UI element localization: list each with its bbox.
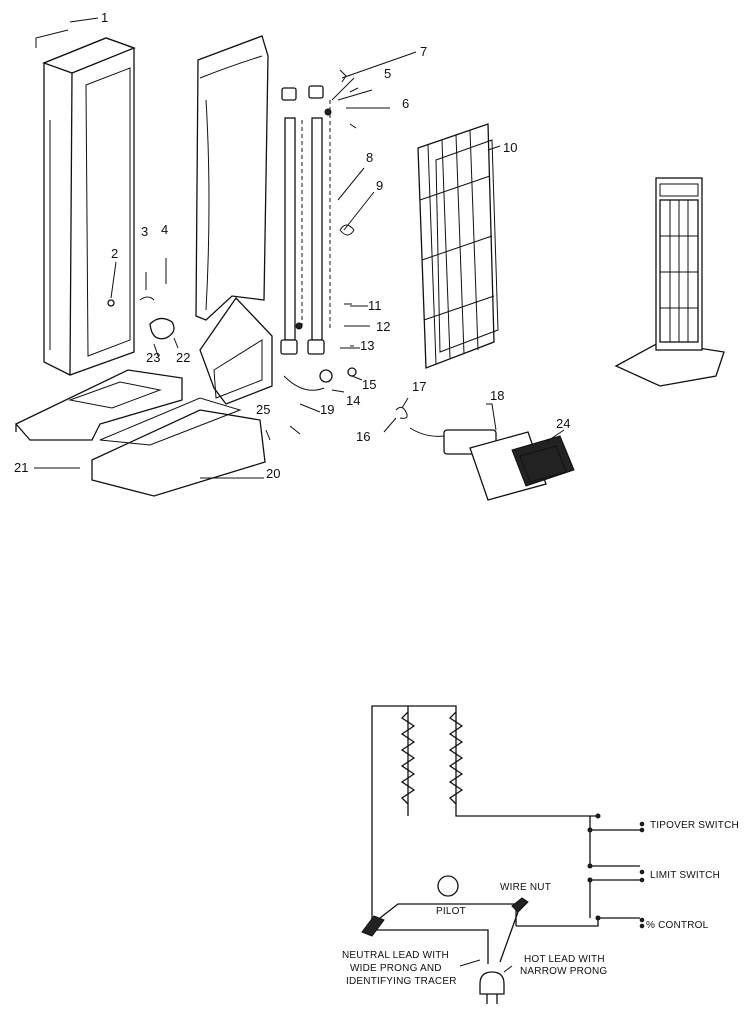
callout-19: 19 (320, 402, 334, 417)
callout-16: 16 (356, 429, 370, 444)
callout-10: 10 (503, 140, 517, 155)
callout-9: 9 (376, 178, 383, 193)
callout-4: 4 (161, 222, 168, 237)
callout-17: 17 (412, 379, 426, 394)
callout-24: 24 (556, 416, 570, 431)
limit-switch-label: LIMIT SWITCH (650, 870, 720, 881)
wiring-diagram: TIPOVER SWITCH LIMIT SWITCH % CONTROL WI… (342, 705, 739, 1004)
hot-lead-label-line-2: NARROW PRONG (520, 966, 607, 977)
callout-5: 5 (384, 66, 391, 81)
callout-14: 14 (346, 393, 360, 408)
callout-20: 20 (266, 466, 280, 481)
hot-lead-label-line-1: HOT LEAD WITH (524, 954, 605, 965)
callout-21: 21 (14, 460, 28, 475)
callout-numbers: 1 2 3 4 5 6 7 8 9 10 11 12 13 14 15 16 1… (14, 10, 570, 481)
callout-11: 11 (368, 298, 382, 313)
pilot-label: PILOT (436, 906, 466, 917)
cabinet-front (35, 29, 136, 376)
callout-6: 6 (402, 96, 409, 111)
callout-13: 13 (360, 338, 374, 353)
small-hardware (139, 69, 408, 419)
callout-3: 3 (141, 224, 148, 239)
assembled-heater-thumbnail (614, 177, 725, 387)
callout-1: 1 (101, 10, 108, 25)
heating-tubes (280, 77, 355, 355)
heater-base (14, 369, 266, 497)
element-grille (417, 123, 499, 369)
callout-12: 12 (376, 319, 390, 334)
exploded-view: 1 2 3 4 5 6 7 8 9 10 11 12 13 14 15 16 1… (14, 10, 725, 501)
tipover-switch-label: TIPOVER SWITCH (650, 820, 739, 831)
control-box (199, 296, 273, 405)
callout-7: 7 (420, 44, 427, 59)
callout-18: 18 (490, 388, 504, 403)
callout-15: 15 (362, 377, 376, 392)
neutral-lead-label-line-1: NEUTRAL LEAD WITH (342, 950, 449, 961)
callout-23: 23 (146, 350, 160, 365)
cord-and-manuals (409, 427, 575, 501)
callout-8: 8 (366, 150, 373, 165)
reflector-shell (195, 35, 269, 321)
callout-25: 25 (256, 402, 270, 417)
callout-22: 22 (176, 350, 190, 365)
callout-2: 2 (111, 246, 118, 261)
callout-leaders (34, 17, 565, 479)
neutral-lead-label-line-3: IDENTIFYING TRACER (346, 976, 457, 987)
control-label: % CONTROL (646, 920, 709, 931)
neutral-lead-label-line-2: WIDE PRONG AND (350, 963, 442, 974)
wire-nut-label: WIRE NUT (500, 882, 551, 893)
